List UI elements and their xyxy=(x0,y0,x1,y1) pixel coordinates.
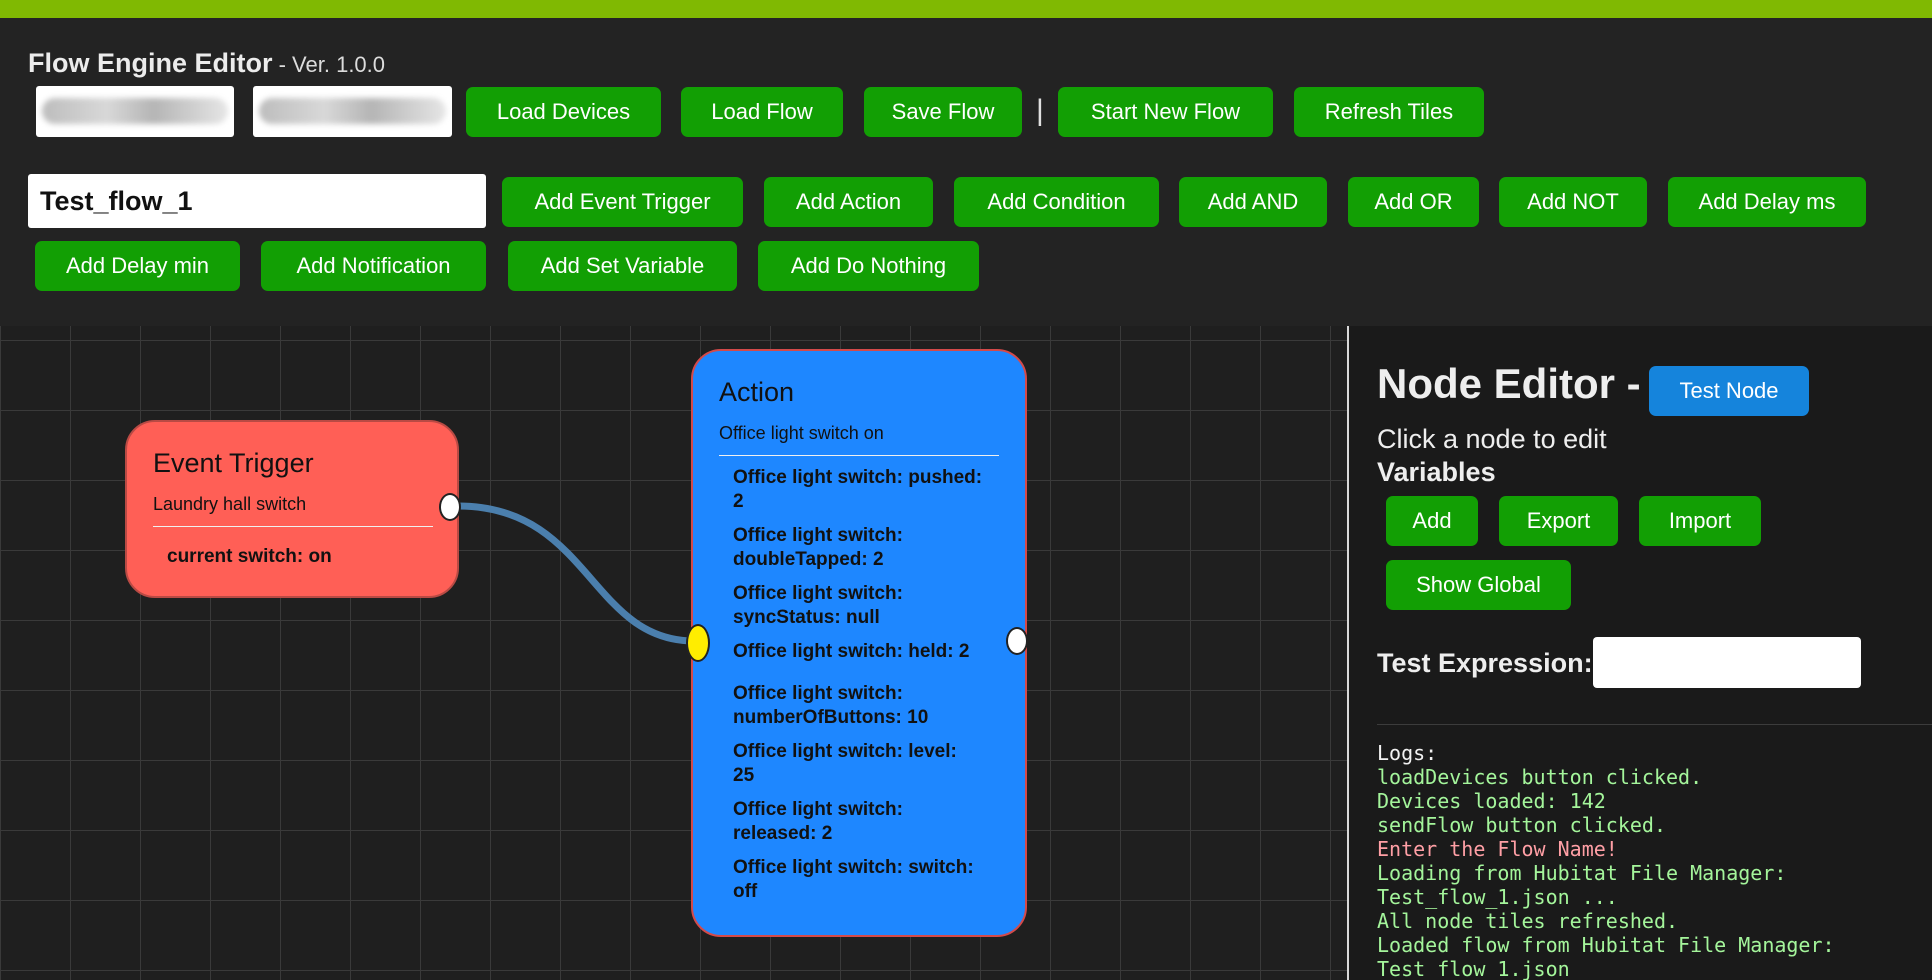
flow-canvas[interactable]: Event Trigger Laundry hall switch curren… xyxy=(0,326,1347,980)
add-delay-ms-button[interactable]: Add Delay ms xyxy=(1668,177,1866,227)
access-token-input[interactable] xyxy=(253,86,452,137)
test-expression-label: Test Expression: xyxy=(1377,648,1593,678)
node-editor-panel: Node Editor - Test Node Click a node to … xyxy=(1347,326,1932,980)
log-line: Loading from Hubitat File Manager: xyxy=(1377,861,1787,885)
node-divider xyxy=(153,526,433,527)
output-port[interactable] xyxy=(1006,627,1028,655)
node-subtitle: Office light switch on xyxy=(719,423,884,443)
output-port[interactable] xyxy=(439,493,461,521)
add-do-nothing-button[interactable]: Add Do Nothing xyxy=(758,241,979,291)
refresh-tiles-button[interactable]: Refresh Tiles xyxy=(1294,87,1484,137)
export-variables-button[interactable]: Export xyxy=(1499,496,1618,546)
event-trigger-node[interactable]: Event Trigger Laundry hall switch curren… xyxy=(125,420,459,598)
action-node[interactable]: Action Office light switch on Office lig… xyxy=(691,349,1027,937)
node-property: Office light switch: level: 25 xyxy=(733,741,957,786)
log-line: Devices loaded: 142 xyxy=(1377,789,1606,813)
hub-ip-input[interactable] xyxy=(36,86,234,137)
node-title: Action xyxy=(719,377,795,407)
node-editor-hint: Click a node to edit xyxy=(1377,424,1607,454)
log-header: Logs: xyxy=(1377,741,1438,765)
show-global-button[interactable]: Show Global xyxy=(1386,560,1571,610)
node-subtitle: Laundry hall switch xyxy=(153,494,307,514)
add-delay-min-button[interactable]: Add Delay min xyxy=(35,241,240,291)
node-connection-layer xyxy=(454,502,698,645)
log-output: Logs: loadDevices button clicked. Device… xyxy=(1377,741,1835,980)
flow-name-input[interactable] xyxy=(28,174,486,228)
app-version: - Ver. 1.0.0 xyxy=(272,52,386,77)
node-editor-title: Node Editor - xyxy=(1377,360,1641,407)
add-or-button[interactable]: Add OR xyxy=(1348,177,1479,227)
app-title: Flow Engine Editor - Ver. 1.0.0 xyxy=(28,48,385,79)
add-condition-button[interactable]: Add Condition xyxy=(954,177,1159,227)
panel-divider xyxy=(1377,724,1932,725)
add-action-button[interactable]: Add Action xyxy=(764,177,933,227)
add-event-trigger-button[interactable]: Add Event Trigger xyxy=(502,177,743,227)
variables-heading: Variables xyxy=(1377,457,1496,487)
node-title: Event Trigger xyxy=(153,448,314,478)
node-property: Office light switch: numberOfButtons: 10 xyxy=(733,683,929,728)
node-property: current switch: on xyxy=(167,546,332,567)
add-set-variable-button[interactable]: Add Set Variable xyxy=(508,241,737,291)
log-line: Test_flow_1.json xyxy=(1377,957,1570,980)
app-title-text: Flow Engine Editor xyxy=(28,48,273,78)
import-variables-button[interactable]: Import xyxy=(1639,496,1761,546)
add-not-button[interactable]: Add NOT xyxy=(1499,177,1647,227)
redacted-value xyxy=(42,98,228,124)
add-variable-button[interactable]: Add xyxy=(1386,496,1478,546)
node-divider xyxy=(719,455,999,456)
node-property: Office light switch: doubleTapped: 2 xyxy=(733,525,903,570)
log-line: sendFlow button clicked. xyxy=(1377,813,1666,837)
test-node-button[interactable]: Test Node xyxy=(1649,366,1809,416)
node-property: Office light switch: held: 2 xyxy=(733,641,970,662)
top-accent-bar xyxy=(0,0,1932,18)
log-line: Test_flow_1.json ... xyxy=(1377,885,1618,909)
load-flow-button[interactable]: Load Flow xyxy=(681,87,843,137)
node-property: Office light switch: syncStatus: null xyxy=(733,583,903,628)
log-line: All node tiles refreshed. xyxy=(1377,909,1679,933)
save-flow-button[interactable]: Save Flow xyxy=(864,87,1022,137)
node-property: Office light switch: released: 2 xyxy=(733,799,903,844)
node-property: Office light switch: pushed: 2 xyxy=(733,467,983,512)
toolbar-separator: | xyxy=(1036,94,1044,127)
node-property: Office light switch: switch: off xyxy=(733,857,974,902)
input-port[interactable] xyxy=(686,624,710,662)
add-and-button[interactable]: Add AND xyxy=(1179,177,1327,227)
load-devices-button[interactable]: Load Devices xyxy=(466,87,661,137)
add-notification-button[interactable]: Add Notification xyxy=(261,241,486,291)
connection-wire[interactable] xyxy=(454,502,698,645)
log-line: loadDevices button clicked. xyxy=(1377,765,1703,789)
redacted-value xyxy=(259,98,446,124)
log-line: Loaded flow from Hubitat File Manager: xyxy=(1377,933,1835,957)
test-expression-input[interactable] xyxy=(1593,637,1861,688)
start-new-flow-button[interactable]: Start New Flow xyxy=(1058,87,1273,137)
log-line-error: Enter the Flow Name! xyxy=(1377,837,1618,861)
